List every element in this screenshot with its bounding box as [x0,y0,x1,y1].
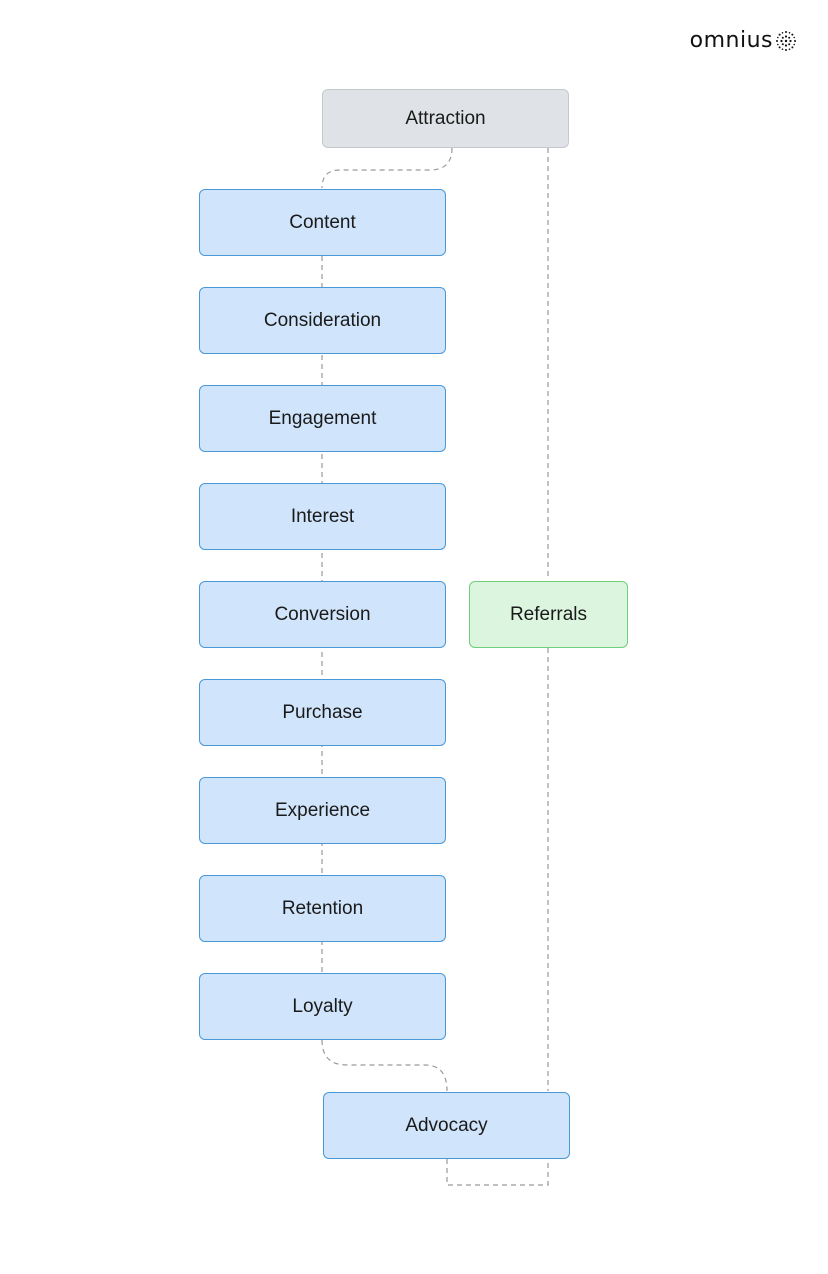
node-attraction: Attraction [322,89,569,148]
brand-logo: omnius [690,29,797,53]
node-retention: Retention [199,875,446,942]
node-purchase: Purchase [199,679,446,746]
node-loyalty: Loyalty [199,973,446,1040]
node-advocacy: Advocacy [323,1092,570,1159]
connector-loyalty-advocacy [321,1039,448,1092]
connector-attraction-content [321,147,453,189]
brand-wordmark: omnius [689,28,773,53]
node-experience: Experience [199,777,446,844]
node-content: Content [199,189,446,256]
node-conversion: Conversion [199,581,446,648]
connector-advocacy-loop [446,1159,549,1186]
dotted-circle-logo-icon [776,31,796,51]
node-consideration: Consideration [199,287,446,354]
node-referrals: Referrals [469,581,628,648]
node-engagement: Engagement [199,385,446,452]
node-interest: Interest [199,483,446,550]
